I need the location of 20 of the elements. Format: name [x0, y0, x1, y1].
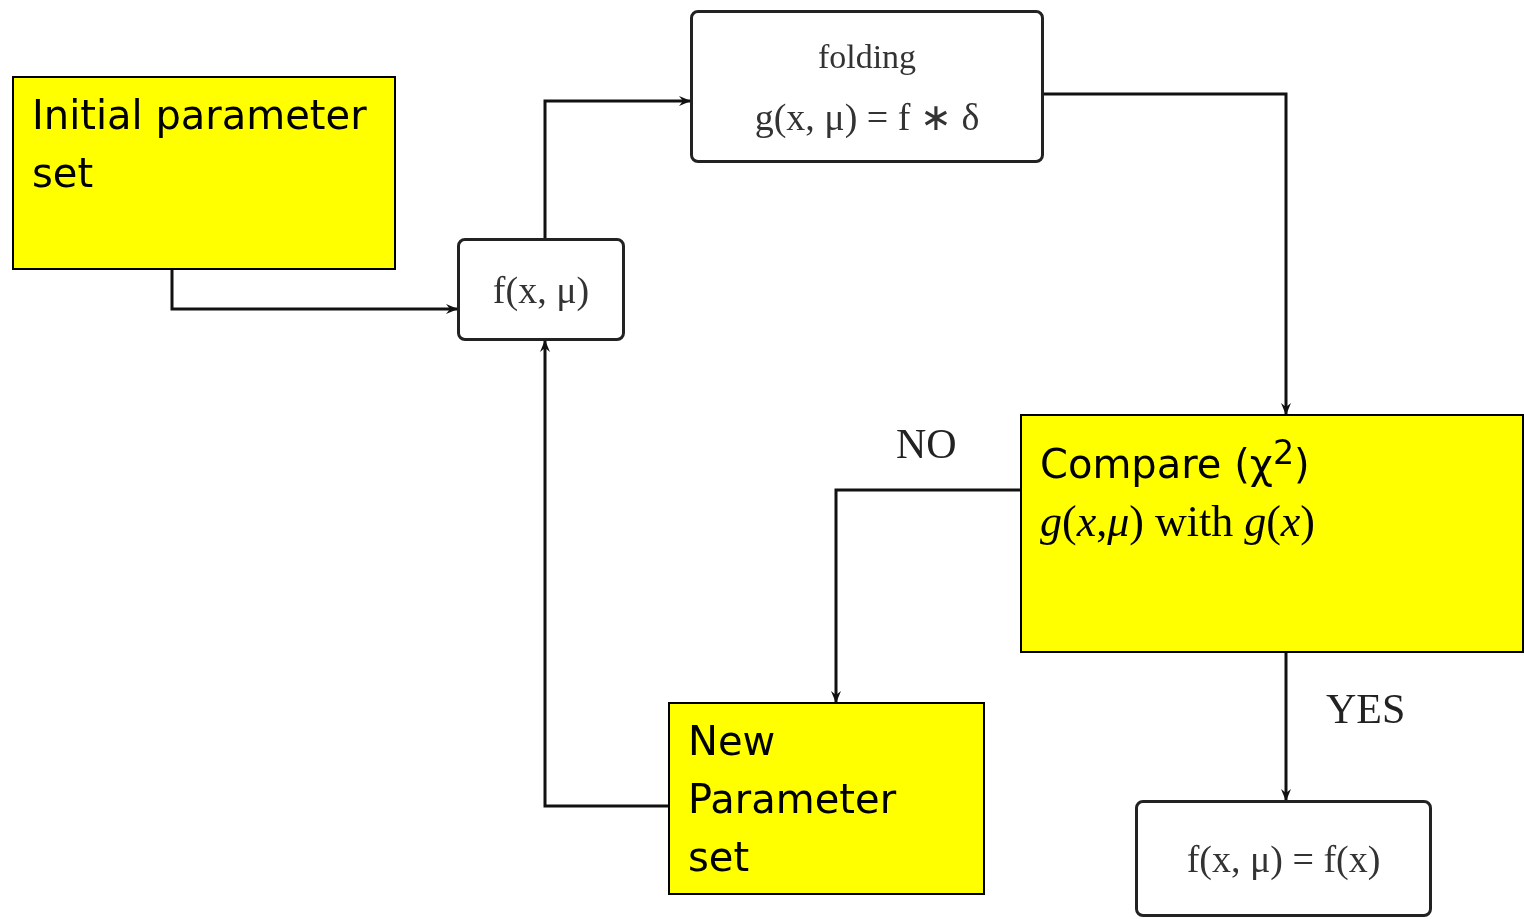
node-text: g(x, μ) = f ∗ δ	[754, 94, 980, 140]
arrow	[1281, 653, 1291, 801]
arrow	[831, 488, 1020, 703]
node-text: Initial parameter set	[32, 91, 368, 198]
node-text: New Parameter set	[688, 717, 898, 882]
arrow	[170, 270, 458, 314]
node-text: g(x,μ) with g(x)	[1040, 496, 1316, 549]
process-box	[457, 238, 625, 341]
process-box	[690, 10, 1044, 163]
process-box	[668, 702, 985, 895]
node-text: f(x, μ)	[492, 267, 590, 313]
node-text: f(x, μ) = f(x)	[1186, 836, 1381, 882]
arrow	[543, 96, 691, 238]
process-box	[12, 76, 396, 270]
result-box	[1135, 800, 1432, 917]
arrow	[540, 340, 668, 808]
arrow	[1044, 92, 1291, 415]
node-text: Compare (χ$^{2}$)	[1040, 432, 1311, 490]
node-text: folding	[817, 36, 917, 77]
decision-box	[1020, 414, 1524, 653]
